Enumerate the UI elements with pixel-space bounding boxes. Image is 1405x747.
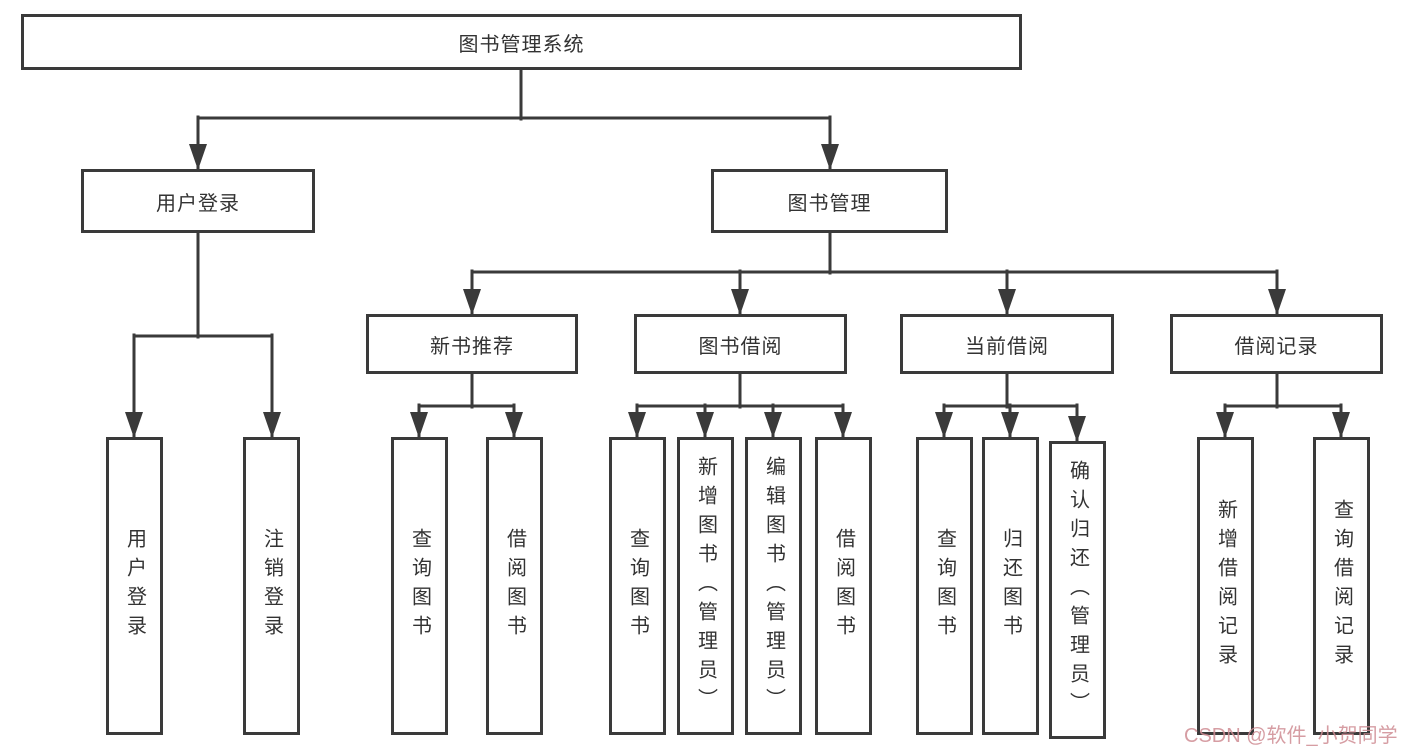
csdn-watermark: CSDN @软件_小贺同学 — [1184, 725, 1398, 747]
leaf-borrow-books-recommend: 借阅图书 — [486, 437, 543, 735]
leaf-logout: 注销登录 — [243, 437, 300, 735]
leaf-user-login: 用户登录 — [106, 437, 163, 735]
node-label: 查询图书 — [408, 528, 431, 644]
node-label: 用户登录 — [123, 528, 146, 644]
node-label: 编辑图书（管理员） — [762, 455, 785, 717]
leaf-query-books-current: 查询图书 — [916, 437, 973, 735]
node-label: 图书管理系统 — [458, 33, 585, 56]
node-label: 查询图书 — [626, 528, 649, 644]
leaf-add-borrow-record: 新增借阅记录 — [1197, 437, 1254, 735]
node-current-borrow: 当前借阅 — [900, 314, 1114, 374]
leaf-edit-books-admin: 编辑图书（管理员） — [745, 437, 802, 735]
leaf-query-books-recommend: 查询图书 — [391, 437, 448, 735]
node-user-login: 用户登录 — [81, 169, 315, 233]
leaf-return-books: 归还图书 — [982, 437, 1039, 735]
node-root-library-management-system: 图书管理系统 — [21, 14, 1022, 70]
leaf-query-borrow-record: 查询借阅记录 — [1313, 437, 1370, 735]
node-label: 借阅图书 — [832, 528, 855, 644]
node-label: 新增图书（管理员） — [694, 455, 717, 717]
node-label: 图书借阅 — [698, 335, 783, 358]
node-label: 当前借阅 — [965, 335, 1049, 358]
leaf-confirm-return-admin: 确认归还（管理员） — [1049, 441, 1106, 739]
node-book-management: 图书管理 — [711, 169, 948, 233]
node-borrow-records: 借阅记录 — [1170, 314, 1383, 374]
leaf-query-books-borrow: 查询图书 — [609, 437, 666, 735]
node-label: 归还图书 — [999, 528, 1022, 644]
node-label: 查询图书 — [933, 528, 956, 644]
node-label: 注销登录 — [260, 528, 283, 644]
leaf-borrow-books: 借阅图书 — [815, 437, 872, 735]
node-label: 确认归还（管理员） — [1066, 459, 1089, 721]
node-new-book-recommend: 新书推荐 — [366, 314, 578, 374]
node-label: 借阅图书 — [503, 528, 526, 644]
node-label: 新增借阅记录 — [1214, 499, 1237, 673]
node-label: 查询借阅记录 — [1330, 499, 1353, 673]
leaf-add-books-admin: 新增图书（管理员） — [677, 437, 734, 735]
node-label: 新书推荐 — [430, 335, 514, 358]
node-book-borrow: 图书借阅 — [634, 314, 847, 374]
node-label: 用户登录 — [156, 192, 240, 215]
node-label: 借阅记录 — [1234, 335, 1319, 358]
node-label: 图书管理 — [787, 192, 872, 215]
